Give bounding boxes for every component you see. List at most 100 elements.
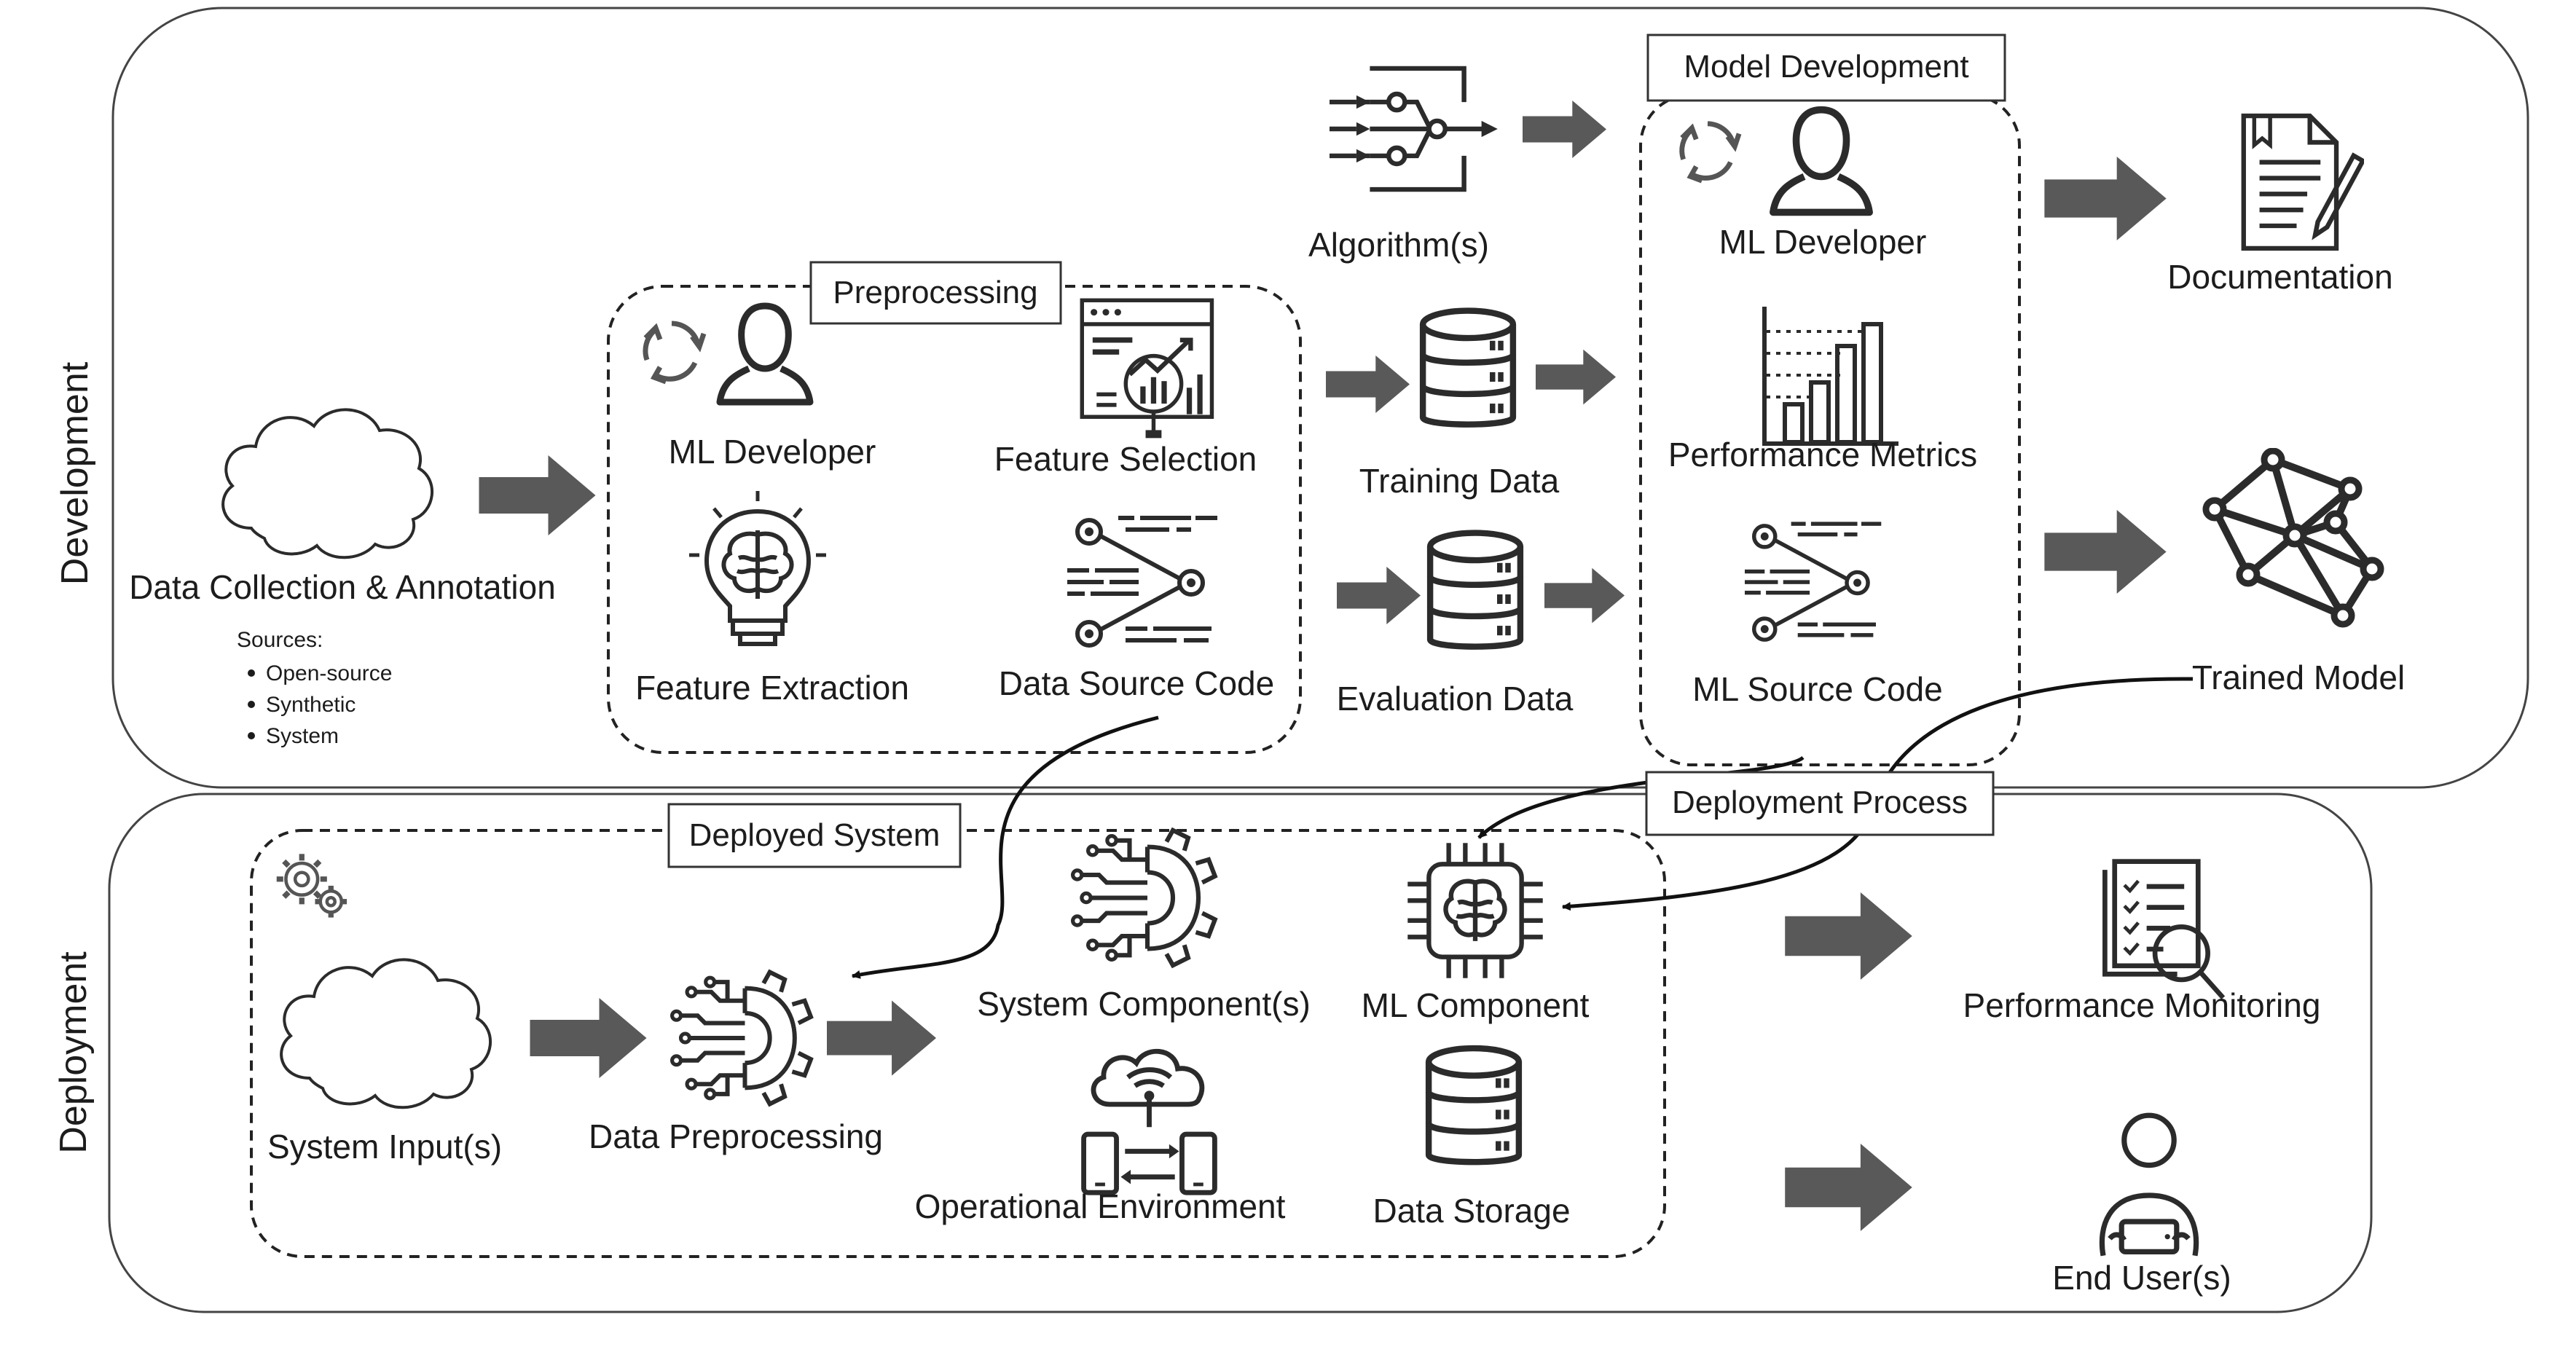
ml-source-code-node: ML Source Code — [1692, 522, 1943, 708]
data-preprocessing-node: Data Preprocessing — [589, 972, 883, 1155]
feature-extraction-label: Feature Extraction — [635, 669, 909, 707]
feature-selection-label: Feature Selection — [994, 440, 1257, 478]
database-icon — [1429, 1048, 1519, 1162]
source-item: Synthetic — [266, 693, 356, 717]
cloud-devices-icon — [1084, 1051, 1215, 1192]
algorithms-node: Algorithm(s) — [1308, 68, 1498, 264]
arrow-algorithm-to-model — [1523, 100, 1606, 159]
feature-selection-node: Feature Selection — [994, 300, 1257, 478]
refresh-icon — [645, 323, 704, 382]
md-ml-developer-node: ML Developer — [1682, 110, 1927, 261]
monitoring-icon — [2105, 862, 2223, 998]
source-code-icon — [1067, 516, 1217, 645]
development-section — [111, 7, 2529, 789]
arrow-preprocessing-to-system — [827, 1000, 936, 1076]
end-users-node: End User(s) — [2052, 1115, 2231, 1297]
source-item: System — [266, 724, 339, 748]
trained-model-node: Trained Model — [2192, 451, 2405, 696]
deployed-system-tag — [667, 803, 962, 868]
data-preprocessing-label: Data Preprocessing — [589, 1117, 883, 1155]
arrow-system-to-end-users — [1785, 1144, 1912, 1231]
arrow-collection-to-preprocessing — [479, 455, 596, 535]
system-components-node: System Component(s) — [977, 830, 1311, 1023]
sources-title: Sources: — [237, 628, 323, 652]
pre-ml-developer-node: ML Developer — [645, 306, 876, 471]
feature-selection-icon — [1082, 300, 1212, 438]
training-data-label: Training Data — [1359, 462, 1560, 500]
model-development-box — [1639, 93, 2021, 766]
performance-monitoring-label: Performance Monitoring — [1963, 986, 2321, 1024]
source-item: Open-source — [266, 661, 392, 685]
arrow-model-to-documentation — [2044, 157, 2167, 240]
algorithms-label: Algorithm(s) — [1308, 226, 1489, 264]
source-bullet — [248, 732, 255, 739]
ml-chip-icon — [1407, 843, 1542, 978]
data-collection-node: Data Collection & Annotation Sources: Op… — [129, 408, 556, 748]
source-bullet — [248, 669, 255, 677]
performance-metrics-node: Performance Metrics — [1668, 307, 1977, 473]
arrow-model-to-trained-model — [2044, 510, 2167, 594]
processing-gear-icon — [672, 972, 811, 1104]
data-source-code-connector — [851, 715, 1159, 979]
deployment-section — [108, 793, 2373, 1313]
trained-model-label: Trained Model — [2192, 659, 2405, 696]
gears-icon — [277, 854, 347, 917]
source-code-icon — [1745, 522, 1881, 640]
deployed-system-title: Deployed System — [689, 817, 941, 853]
cloud-icon — [221, 408, 434, 559]
deployment-process-title: Deployment Process — [1672, 785, 1968, 820]
neural-network-icon — [2206, 451, 2381, 624]
performance-metrics-label: Performance Metrics — [1668, 436, 1977, 473]
preprocessing-tag — [809, 261, 1062, 325]
source-bullet — [248, 701, 255, 708]
user-tablet-icon — [2102, 1115, 2196, 1256]
arrow-preprocessing-to-training — [1326, 355, 1410, 414]
pre-ml-developer-label: ML Developer — [669, 433, 876, 471]
md-ml-developer-label: ML Developer — [1719, 223, 1927, 261]
preprocessing-box — [607, 285, 1302, 754]
evaluation-data-label: Evaluation Data — [1337, 680, 1574, 718]
document-icon — [2244, 116, 2363, 248]
development-section-label: Development — [54, 361, 96, 585]
deployment-section-label: Deployment — [52, 951, 95, 1154]
data-collection-label: Data Collection & Annotation — [129, 568, 556, 606]
model-development-title: Model Development — [1684, 49, 1968, 84]
documentation-node: Documentation — [2167, 116, 2393, 296]
refresh-icon — [1682, 124, 1739, 181]
ml-component-node: ML Component — [1362, 843, 1590, 1024]
ml-component-label: ML Component — [1362, 986, 1590, 1024]
person-icon — [1773, 110, 1869, 213]
data-storage-label: Data Storage — [1373, 1192, 1570, 1230]
person-icon — [720, 306, 810, 402]
ml-source-code-label: ML Source Code — [1692, 670, 1942, 708]
cloud-icon — [280, 958, 492, 1109]
evaluation-data-node: Evaluation Data — [1337, 533, 1574, 718]
end-users-label: End User(s) — [2052, 1259, 2231, 1297]
arrow-evaluation-to-model — [1544, 567, 1625, 624]
data-storage-node: Data Storage — [1373, 1048, 1571, 1230]
operational-environment-label: Operational Environment — [915, 1187, 1286, 1225]
database-icon — [1423, 311, 1513, 425]
arrow-training-to-model — [1536, 349, 1616, 405]
arrow-preprocessing-to-evaluation — [1337, 566, 1421, 625]
system-components-label: System Component(s) — [977, 985, 1311, 1023]
model-development-tag — [1646, 34, 2006, 102]
database-icon — [1430, 533, 1520, 647]
training-data-node: Training Data — [1359, 311, 1560, 500]
documentation-label: Documentation — [2167, 258, 2392, 296]
system-inputs-label: System Input(s) — [267, 1128, 502, 1166]
performance-monitoring-node: Performance Monitoring — [1963, 862, 2321, 1024]
deployment-process-tag — [1645, 771, 1995, 836]
lightbulb-brain-icon — [689, 491, 826, 644]
processing-gear-icon — [1073, 830, 1215, 966]
arrow-input-to-preprocessing — [530, 998, 647, 1078]
preprocessing-title: Preprocessing — [833, 275, 1037, 310]
system-inputs-node: System Input(s) — [267, 958, 502, 1166]
feature-extraction-node: Feature Extraction — [635, 491, 909, 707]
bar-chart-icon — [1764, 307, 1898, 444]
data-source-code-node: Data Source Code — [999, 516, 1274, 702]
arrow-system-to-monitoring — [1785, 892, 1912, 980]
data-source-code-label: Data Source Code — [999, 664, 1274, 702]
operational-environment-node: Operational Environment — [915, 1051, 1286, 1225]
